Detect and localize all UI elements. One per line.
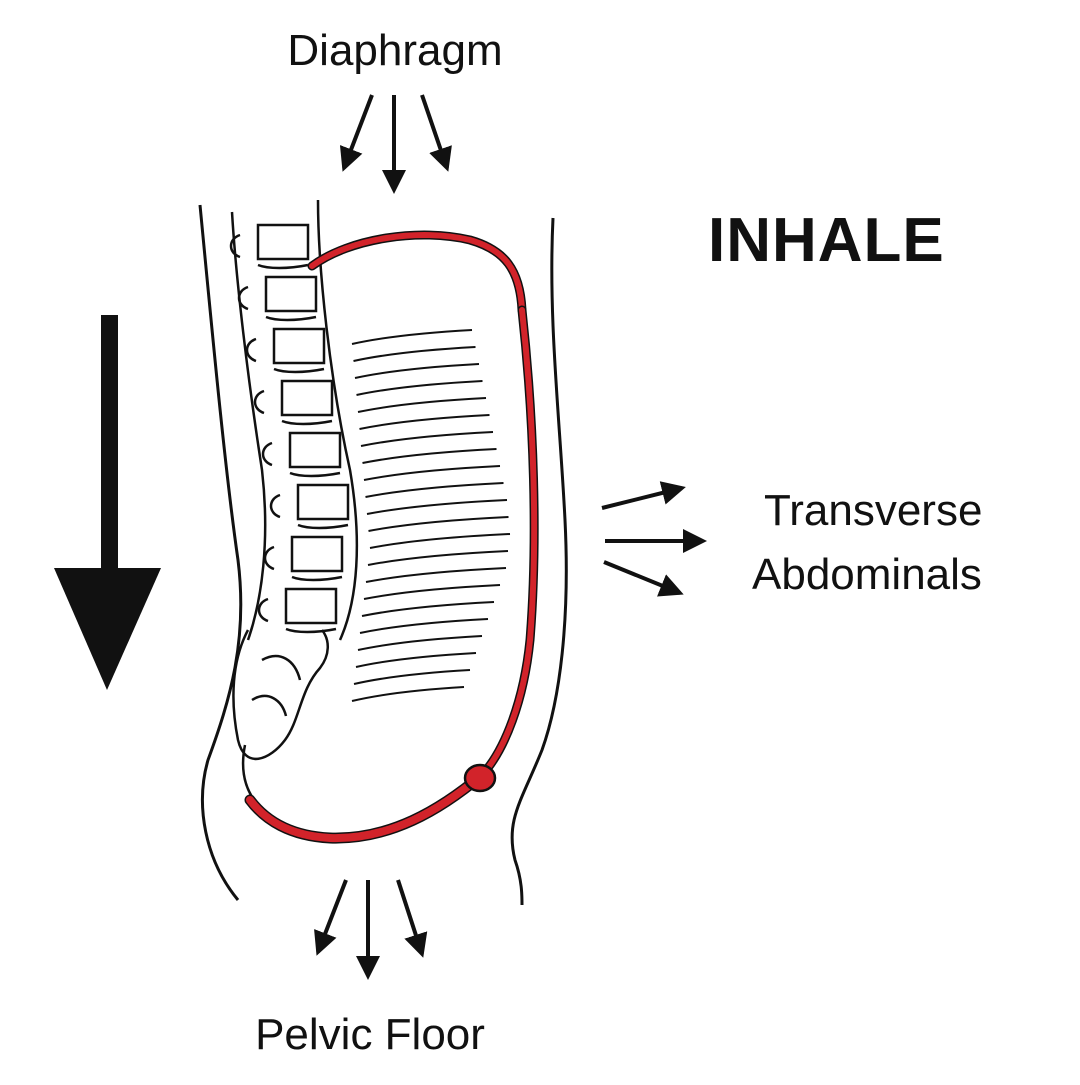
muscle-fibre [354, 363, 480, 379]
muscle-fibre [359, 618, 489, 634]
pelvic-floor-arrows [314, 879, 428, 980]
vertebra [269, 483, 350, 530]
muscle-fibre [353, 669, 471, 685]
muscle-fibre [356, 380, 483, 396]
vertebra [257, 587, 338, 634]
perineal-body [463, 763, 497, 793]
abdominal-fibres [351, 329, 511, 702]
vertebra [253, 379, 334, 426]
front-outline [510, 217, 568, 906]
transverse-abdominals-arrows [601, 481, 707, 597]
muscle-fibre [365, 567, 507, 583]
muscle-fibre [365, 482, 504, 498]
muscle-fibre [351, 686, 465, 702]
vertebra [237, 275, 318, 322]
core-muscles [244, 230, 539, 844]
transverse-abdominals-label-line1: Transverse [764, 486, 983, 535]
muscle-fibre [357, 397, 487, 413]
vertebra [261, 431, 342, 478]
muscle-fibre [363, 584, 501, 600]
diaphragm-label: Diaphragm [287, 26, 503, 75]
muscle-fibre [369, 533, 511, 549]
muscle-fibre [367, 550, 509, 566]
spine [229, 199, 359, 806]
back-outline [198, 204, 243, 901]
muscle-fibre [359, 414, 490, 430]
vertebra [263, 535, 344, 582]
muscle-fibre [368, 516, 509, 532]
muscle-fibre [363, 465, 501, 481]
muscle-fibre [362, 448, 497, 464]
phase-title: INHALE [708, 206, 945, 275]
muscle-fibre [360, 431, 494, 447]
muscle-fibre [351, 329, 473, 345]
pelvic-floor-label: Pelvic Floor [255, 1010, 485, 1059]
muscle-fibre [366, 499, 508, 515]
muscle-fibre [355, 652, 477, 668]
transverse-abdominals-label-line2: Abdominals [752, 550, 982, 599]
diaphragm-arrows [339, 94, 452, 194]
downward-pressure-arrow [54, 315, 161, 690]
muscle-fibre [357, 635, 483, 651]
vertebra [245, 327, 326, 374]
vertebra [229, 223, 310, 270]
muscle-fibre [361, 601, 495, 617]
muscle-fibre [353, 346, 476, 362]
